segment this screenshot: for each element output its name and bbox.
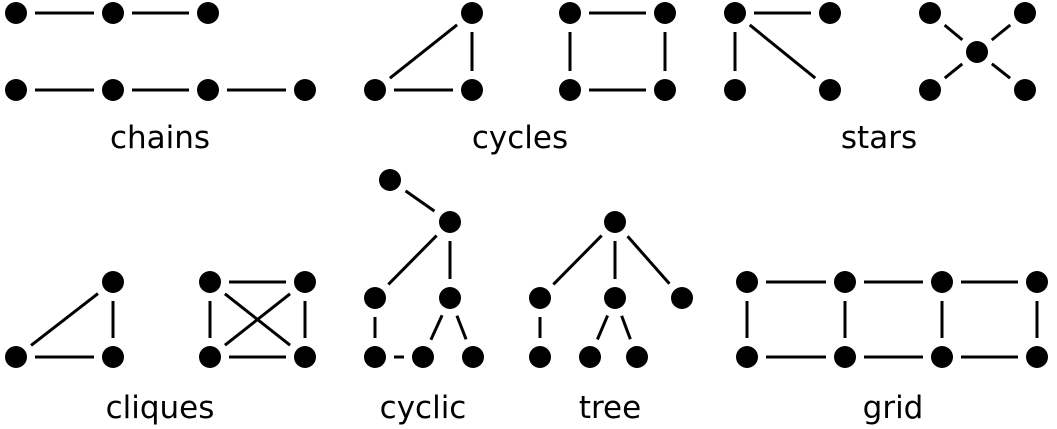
caption-tree: tree [578, 390, 642, 426]
chains-node-6 [294, 79, 316, 101]
stars-edge-5 [943, 62, 964, 80]
stars-node-2 [819, 2, 841, 24]
cycles-node-5 [559, 79, 581, 101]
cycles-node-1 [461, 2, 483, 24]
tree-edge-0 [552, 234, 603, 286]
grid-node-0 [736, 271, 758, 293]
grid-node-6 [931, 346, 953, 368]
stars-node-5 [1014, 2, 1036, 24]
graph-grid [736, 271, 1048, 368]
cliques-node-2 [102, 346, 124, 368]
cyclic-edge-1 [387, 234, 438, 286]
stars-node-7 [919, 79, 941, 101]
tree-node-5 [579, 346, 601, 368]
cyclic-node-4 [364, 346, 386, 368]
chains-node-2 [197, 2, 219, 24]
chains-node-1 [102, 2, 124, 24]
grid-node-2 [931, 271, 953, 293]
tree-edge-2 [626, 235, 671, 285]
chains-node-4 [102, 79, 124, 101]
chains-node-0 [5, 2, 27, 24]
stars-edge-3 [943, 23, 964, 42]
caption-chains: chains [109, 120, 211, 156]
tree-node-0 [604, 211, 626, 233]
tree-node-1 [529, 287, 551, 309]
caption-cycles: cycles [471, 120, 569, 156]
grid-node-5 [834, 346, 856, 368]
cliques-node-4 [294, 271, 316, 293]
cyclic-node-5 [412, 346, 434, 368]
graph-cycles [364, 2, 676, 101]
grid-node-3 [1026, 271, 1048, 293]
caption-cliques: cliques [105, 390, 215, 426]
cyclic-node-6 [462, 346, 484, 368]
grid-node-1 [834, 271, 856, 293]
cyclic-node-3 [439, 287, 461, 309]
stars-node-1 [724, 79, 746, 101]
cycles-node-6 [654, 79, 676, 101]
chains-node-5 [197, 79, 219, 101]
stars-node-0 [724, 2, 746, 24]
cliques-node-3 [199, 271, 221, 293]
cliques-edge-0 [30, 292, 99, 347]
tree-node-2 [604, 287, 626, 309]
graph-tree [529, 211, 693, 368]
caption-cyclic: cyclic [379, 390, 467, 426]
cliques-node-1 [102, 271, 124, 293]
chains-node-3 [5, 79, 27, 101]
stars-edge-4 [990, 23, 1012, 42]
cyclic-edge-4 [429, 314, 444, 341]
stars-node-4 [919, 2, 941, 24]
stars-node-3 [819, 79, 841, 101]
stars-edge-6 [990, 62, 1012, 80]
stars-edge-2 [748, 23, 817, 80]
graph-cliques [5, 271, 316, 368]
grid-node-4 [736, 346, 758, 368]
tree-node-4 [529, 346, 551, 368]
tree-edge-4 [596, 314, 609, 341]
caption-stars: stars [840, 120, 918, 156]
graph-stars [724, 2, 1036, 101]
cyclic-edge-5 [455, 315, 468, 340]
cyclic-edge-0 [404, 189, 436, 213]
tree-node-3 [671, 287, 693, 309]
cyclic-node-0 [379, 169, 401, 191]
cliques-node-0 [5, 346, 27, 368]
stars-node-8 [1014, 79, 1036, 101]
cycles-node-3 [559, 2, 581, 24]
graph-cyclic [364, 169, 484, 368]
grid-node-7 [1026, 346, 1048, 368]
cycles-node-0 [364, 79, 386, 101]
tree-node-6 [626, 346, 648, 368]
graph-chains [5, 2, 316, 101]
cliques-node-6 [294, 346, 316, 368]
cliques-node-5 [199, 346, 221, 368]
cycles-node-4 [654, 2, 676, 24]
caption-grid: grid [862, 390, 924, 426]
cyclic-node-1 [439, 211, 461, 233]
cyclic-node-2 [364, 287, 386, 309]
cycles-node-2 [461, 79, 483, 101]
cliques-edge-8 [223, 292, 292, 347]
tree-edge-5 [620, 315, 632, 340]
stars-node-6 [966, 41, 988, 63]
cycles-edge-0 [388, 23, 459, 80]
